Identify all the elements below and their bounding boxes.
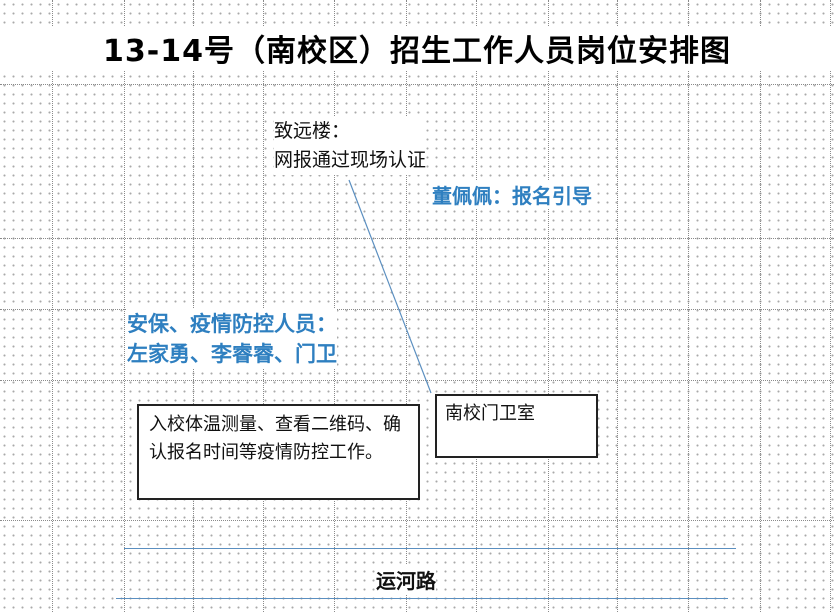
grid-line [0,84,834,85]
grid-line [0,309,834,310]
road-label: 运河路 [376,565,436,594]
security-members: 左家勇、李睿睿、门卫 [127,342,337,366]
connector-arrow-line [348,179,432,394]
grid-line [193,0,194,612]
security-label: 安保、疫情防控人员： 左家勇、李睿睿、门卫 [127,309,337,369]
grid-line [0,380,834,381]
building-name: 致远楼： [274,120,351,142]
epidemic-task-text: 入校体温测量、查看二维码、确认报名时间等疫情防控工作。 [149,414,401,463]
gate-room-box: 南校门卫室 [435,394,598,458]
epidemic-task-box: 入校体温测量、查看二维码、确认报名时间等疫情防控工作。 [137,404,420,500]
grid-line [688,0,689,612]
grid-line [0,520,834,521]
grid-line [124,0,125,612]
grid-line [760,0,761,612]
grid-line [0,238,834,239]
grid-line [263,0,264,612]
grid-line [334,0,335,612]
road-edge-bottom [116,598,728,599]
page-title: 13-14号（南校区）招生工作人员岗位安排图 [0,26,834,70]
grid-line [548,0,549,612]
gate-room-label: 南校门卫室 [445,403,535,424]
grid-line [830,0,831,612]
building-label: 致远楼： 网报通过现场认证 [274,117,427,175]
grid-line [476,0,477,612]
grid-line [617,0,618,612]
road-edge-top [124,548,736,549]
building-task: 网报通过现场认证 [274,149,427,171]
grid-line [406,0,407,612]
security-role: 安保、疫情防控人员： [127,312,337,336]
grid-line [52,0,53,612]
guide-label: 董佩佩：报名引导 [432,180,592,209]
